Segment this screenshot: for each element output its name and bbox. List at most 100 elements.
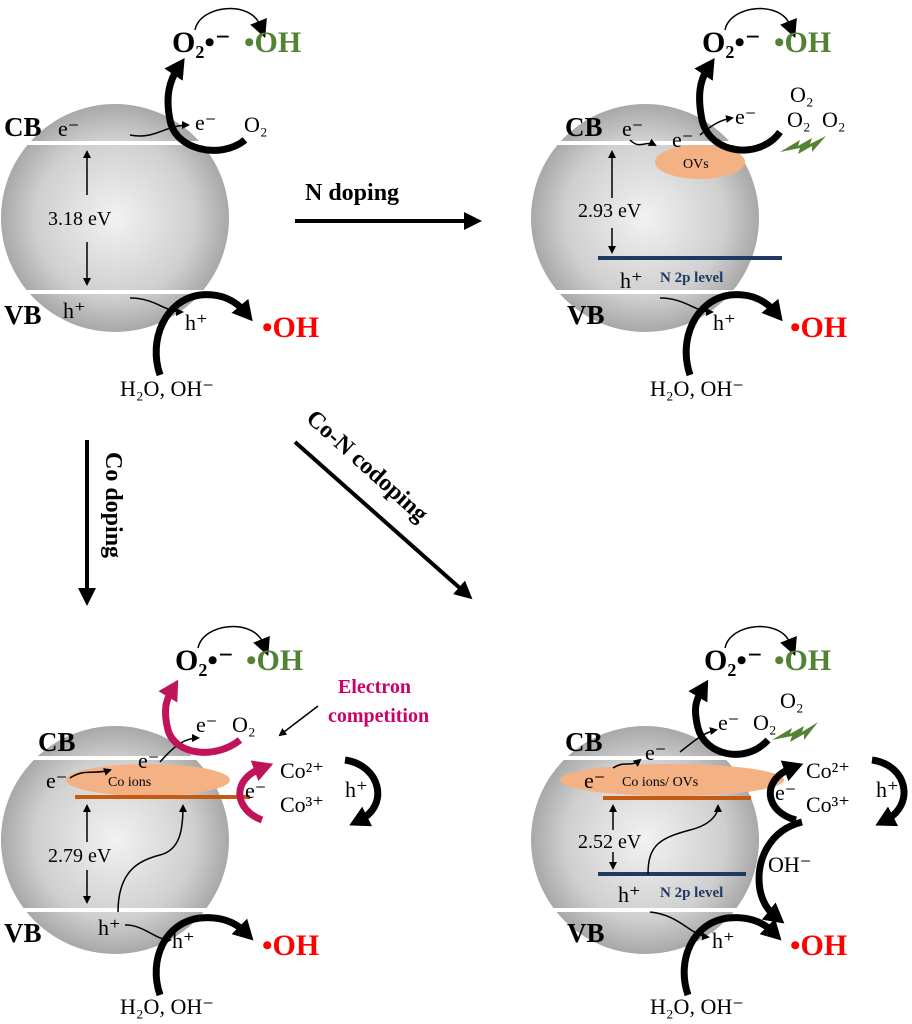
superoxide: O₂•⁻: [702, 26, 761, 59]
cb-edge-line: [0, 141, 240, 145]
panel-pristine: CB e⁻ VB h⁺ 3.18 eV e⁻ O₂ O₂•⁻ •OH h⁺ •O…: [0, 7, 319, 401]
trapped-electron: e⁻: [672, 127, 693, 152]
co-doping-label: Co doping: [100, 452, 126, 558]
oh-radical-green: •OH: [774, 26, 831, 59]
vb-label: VB: [567, 918, 605, 948]
oxygen: O₂: [244, 112, 268, 137]
hole-to-co-level-arrow: [647, 804, 722, 875]
water-hydroxide: H₂O, OH⁻: [650, 376, 744, 401]
hydroxide-ion: OH⁻: [768, 852, 811, 877]
superoxide-to-oh-arrow: [194, 7, 267, 38]
co3-to-oh-arrow: [755, 818, 804, 924]
cb-electron: e⁻: [645, 740, 666, 765]
co2-ion: Co²⁺: [806, 758, 850, 783]
electron-excite-arrow: [69, 768, 112, 779]
cb-label: CB: [565, 112, 603, 142]
hole: h⁺: [172, 928, 195, 953]
cb-electron: e⁻: [138, 748, 159, 773]
hole: h⁺: [713, 310, 736, 335]
particle-sphere: [1, 104, 229, 332]
water-hydroxide: H₂O, OH⁻: [120, 376, 214, 401]
vb-hole: h⁺: [63, 298, 86, 323]
ovs-ellipse: [655, 145, 745, 179]
co-hole: h⁺: [876, 777, 899, 802]
vb-label: VB: [567, 300, 605, 330]
co-ions-ovs-label: Co ions/ OVs: [622, 775, 698, 790]
co-level-line: [603, 796, 751, 800]
cb-label: CB: [4, 112, 42, 142]
hole-transfer-arrow: [649, 911, 710, 941]
co-hole: h⁺: [345, 777, 368, 802]
oh-radical-red: •OH: [790, 929, 847, 962]
vb-edge-line: [530, 290, 770, 294]
transition-n-doping: N doping: [295, 180, 482, 230]
oh-radical-red: •OH: [262, 311, 319, 344]
vb-label: VB: [4, 300, 42, 330]
cb-edge-line: [0, 756, 240, 760]
superoxide: O₂•⁻: [704, 644, 763, 677]
hole: h⁺: [712, 928, 735, 953]
n2p-level-label: N 2p level: [660, 885, 723, 901]
electron-excite-arrow: [612, 758, 642, 769]
cb-label: CB: [38, 727, 76, 757]
electron: e⁻: [196, 712, 217, 737]
cb-electron: e⁻: [58, 116, 79, 141]
water-hydroxide: H₂O, OH⁻: [120, 994, 214, 1019]
vb-edge-line: [0, 290, 240, 294]
reduction-arrow: [694, 58, 783, 154]
hole: h⁺: [185, 310, 208, 335]
bandgap-value: 2.79 eV: [48, 845, 112, 867]
light-bolt-icon: [780, 136, 826, 154]
oh-radical-green: •OH: [246, 644, 303, 677]
oh-radical-green: •OH: [774, 644, 831, 677]
vb-edge-line: [0, 908, 240, 912]
panel-co-n-codoped: CB Co ions/ OVs e⁻ e⁻ 2.52 eV h⁺ N 2p le…: [530, 625, 908, 1019]
competition-label-line2: competition: [328, 705, 429, 727]
oh-radical-green: •OH: [244, 26, 301, 59]
oxidation-arrow: [152, 914, 254, 997]
n2p-level-line: [598, 872, 746, 876]
competition-label-line1: Electron: [338, 676, 411, 698]
transition-co-n-codoping: Co-N codoping: [293, 405, 473, 600]
hole-transfer-arrow: [129, 297, 184, 316]
vb-hole: h⁺: [98, 915, 121, 940]
co-electron: e⁻: [245, 778, 266, 803]
n2p-hole: h⁺: [620, 268, 643, 293]
co-redox-arrow-magenta: [236, 760, 274, 824]
oh-radical-red: •OH: [790, 311, 847, 344]
electron: e⁻: [735, 104, 756, 129]
superoxide: O₂•⁻: [172, 26, 231, 59]
hole-transfer-arrow: [659, 297, 714, 316]
water-hydroxide: H₂O, OH⁻: [650, 994, 744, 1019]
oxygen-1: O₂: [753, 710, 777, 735]
co2-ion: Co²⁺: [280, 758, 324, 783]
electron-transfer-arrow: [699, 115, 734, 136]
superoxide-to-oh-arrow: [724, 7, 797, 38]
oxygen-1: O₂: [790, 82, 814, 107]
co-n-codoping-arrow: [293, 440, 473, 600]
co-oxidation-arrow: [871, 756, 908, 827]
competition-pointer-arrow: [278, 705, 319, 737]
oxygen-3: O₂: [822, 107, 846, 132]
level-electron: e⁻: [584, 768, 605, 793]
oxidation-arrow: [682, 291, 783, 377]
bandgap-value: 2.52 eV: [578, 831, 642, 853]
oxygen-2: O₂: [780, 688, 804, 713]
cb-edge-line: [530, 756, 770, 760]
superoxide-to-oh-arrow: [197, 625, 270, 656]
electron-transfer-arrow: [129, 121, 190, 137]
hole-to-co-level-arrow: [117, 804, 187, 913]
panel-co-doped: CB Co ions e⁻ e⁻ 2.79 eV VB h⁺ h⁺ •OH H₂…: [0, 625, 429, 1019]
n2p-level-line: [598, 256, 782, 260]
n-doping-label: N doping: [305, 180, 399, 206]
cb-electron: e⁻: [622, 116, 643, 141]
oxygen: O₂: [232, 712, 256, 737]
n2p-level-label: N 2p level: [660, 270, 723, 286]
ovs-label: OVs: [683, 157, 709, 172]
co-level-line: [75, 795, 250, 799]
co-redox-arrow: [766, 760, 804, 824]
co-electron: e⁻: [775, 780, 796, 805]
electron: e⁻: [718, 710, 739, 735]
